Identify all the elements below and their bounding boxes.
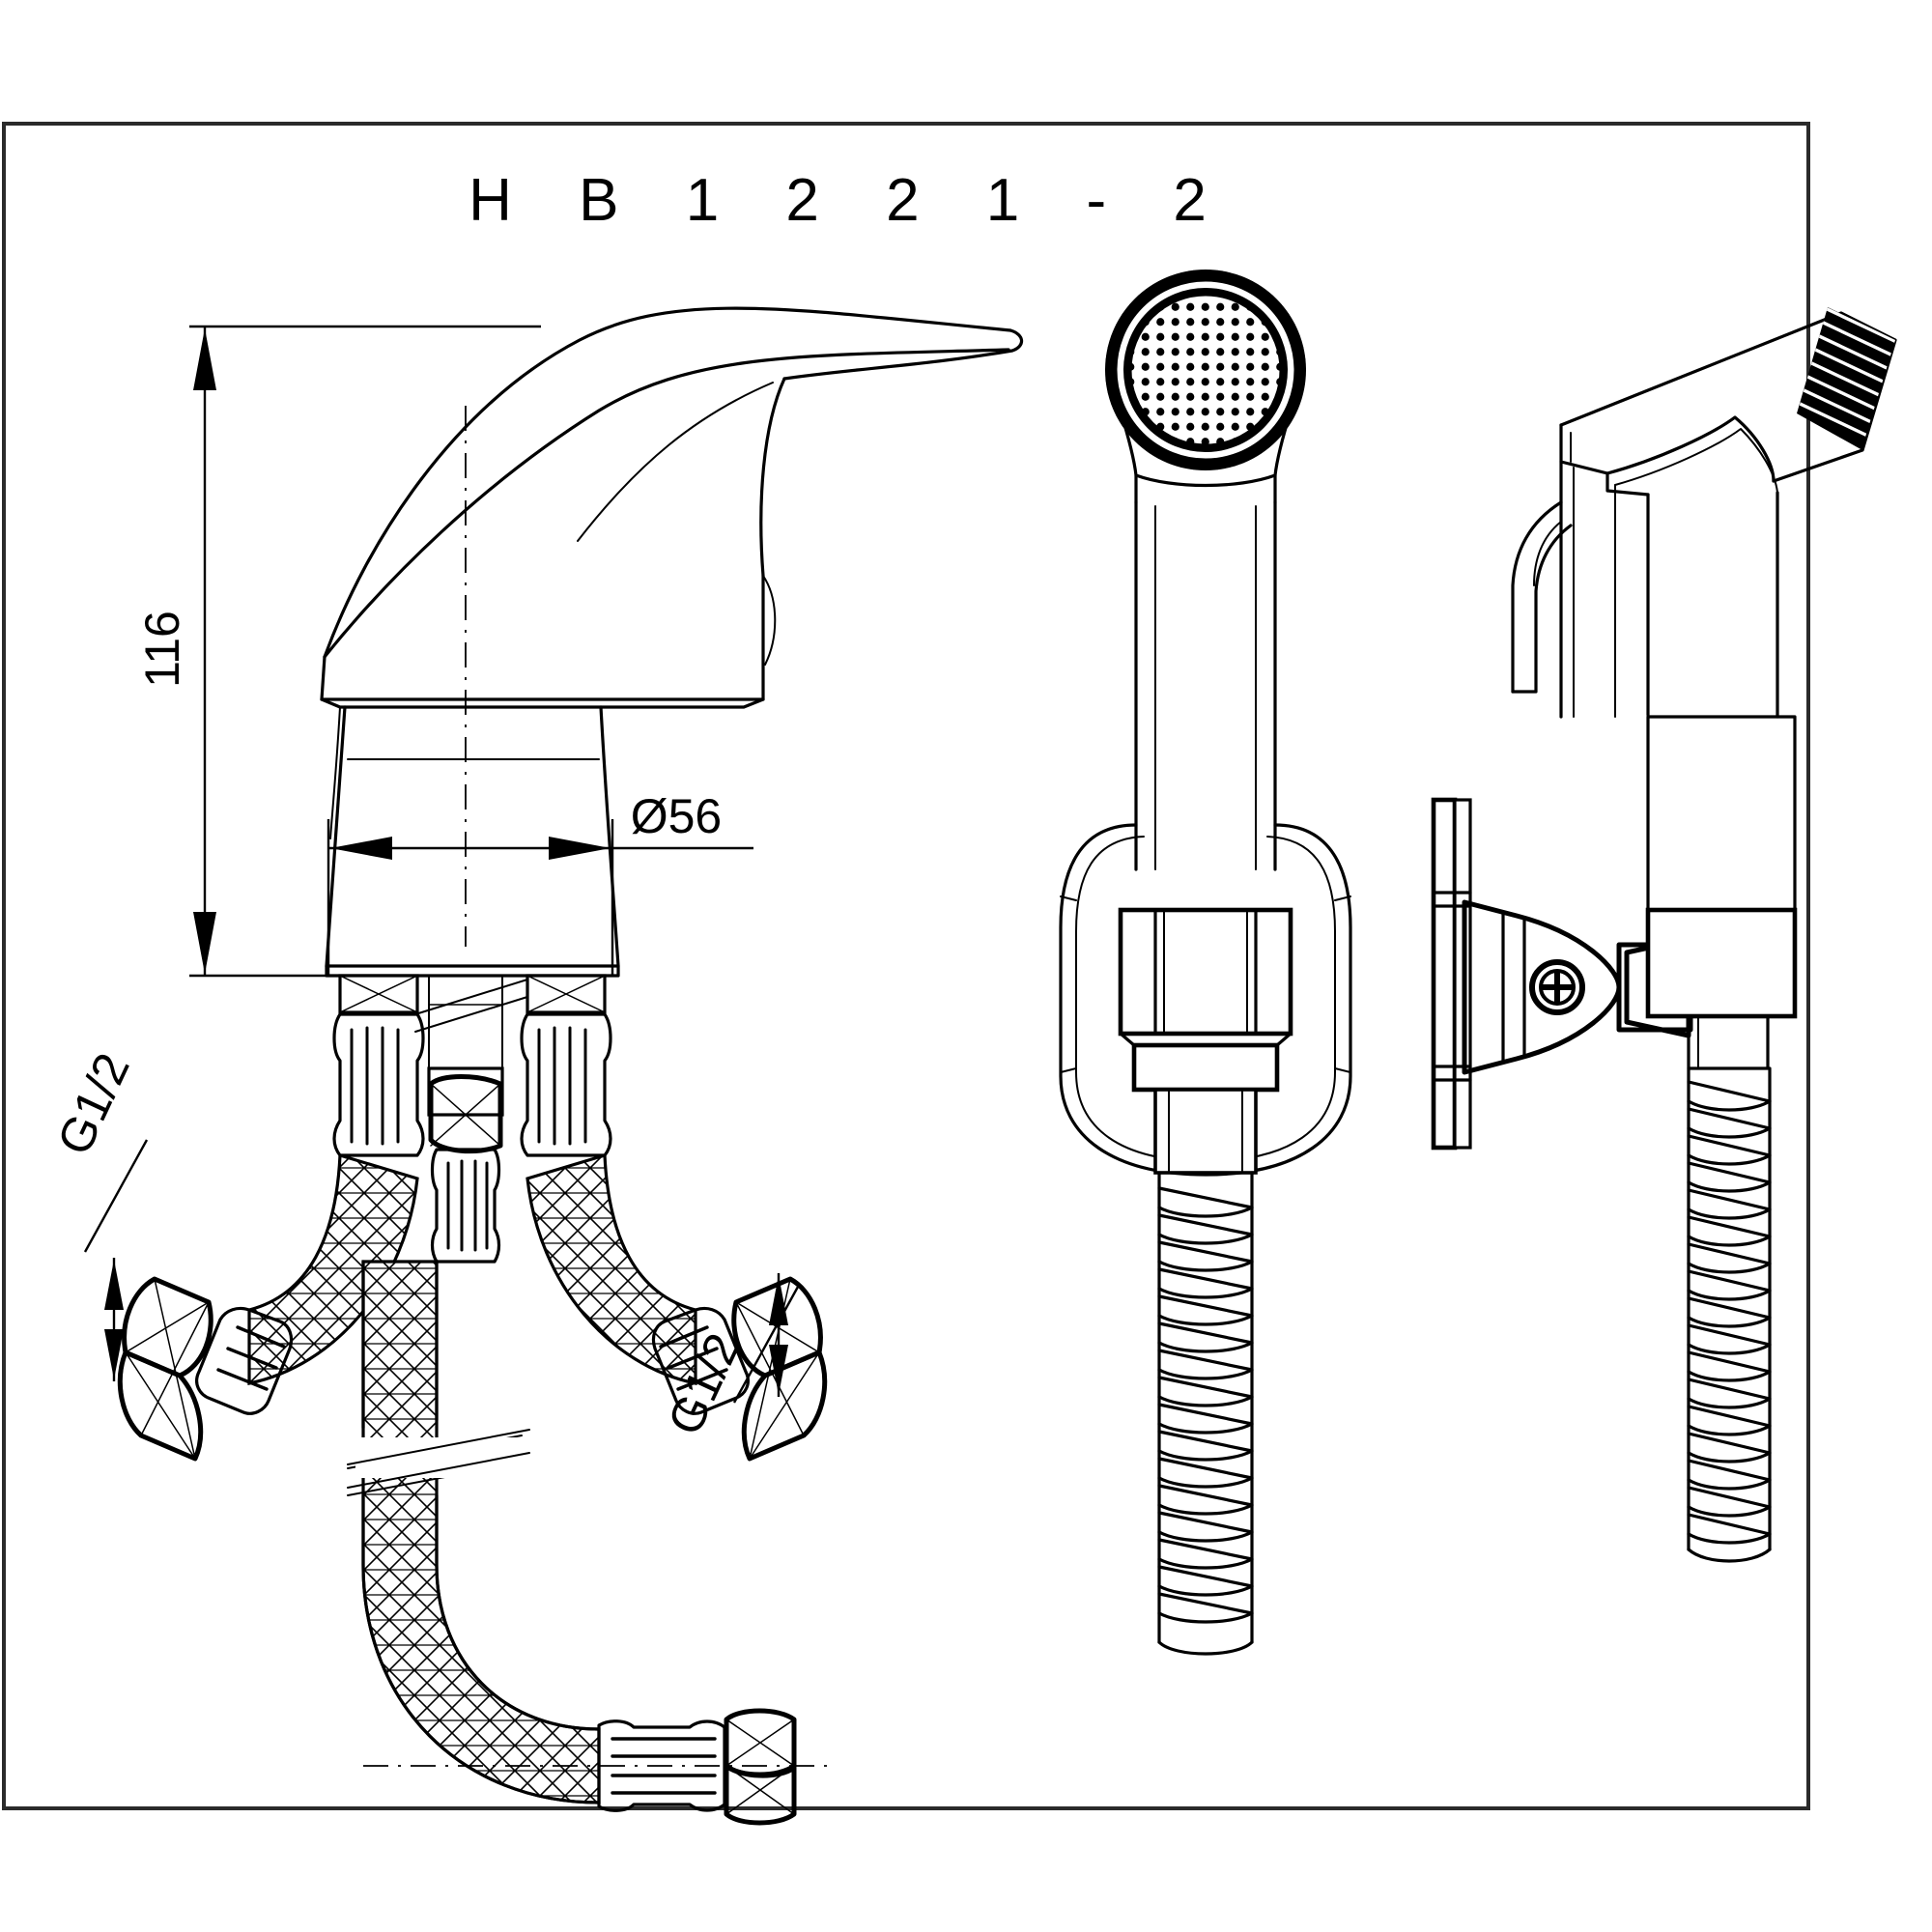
view-bidet-sprayer: [1431, 307, 1897, 1563]
hex-nut-left: [117, 1276, 213, 1462]
view-hand-shower: [1059, 270, 1352, 1656]
braided-hose-center: [347, 975, 831, 1826]
trigger-lever: [1511, 500, 1573, 694]
hex-nut-center: [428, 1074, 503, 1154]
flexible-hose-shower: [1157, 1171, 1254, 1656]
sprayer-head: [1559, 311, 1897, 719]
view-basin-mixer: 116 Ø56: [46, 306, 1024, 1826]
dimension-label-height: 116: [135, 611, 189, 688]
spray-face: [1128, 293, 1283, 447]
phillips-screw-icon: [1529, 959, 1585, 1015]
lever-handle: [323, 306, 1024, 659]
mixer-body: [320, 574, 777, 968]
sheet-border: [2, 122, 1810, 1810]
dimension-inlet-left: G1/2: [46, 1045, 149, 1381]
escutcheon: [325, 964, 620, 978]
dimension-diameter-56: Ø56: [327, 789, 753, 976]
hex-nut-outlet: [724, 1708, 797, 1826]
braided-hose-right: G1/2: [520, 974, 828, 1462]
hex-nut-right: [731, 1276, 828, 1462]
page-title: H B 1 2 2 1 - 2: [469, 167, 1232, 234]
dimension-label-diameter: Ø56: [631, 789, 723, 843]
shower-barrel: [1119, 410, 1293, 871]
ribbed-nozzle: [1797, 307, 1895, 450]
dimension-height-116: 116: [135, 325, 541, 978]
sprayer-lower-body: [1645, 715, 1798, 1070]
connector-nut: [1118, 907, 1293, 1175]
dimension-label-inlet-left: G1/2: [46, 1045, 140, 1163]
flexible-hose-sprayer: [1687, 1066, 1772, 1563]
